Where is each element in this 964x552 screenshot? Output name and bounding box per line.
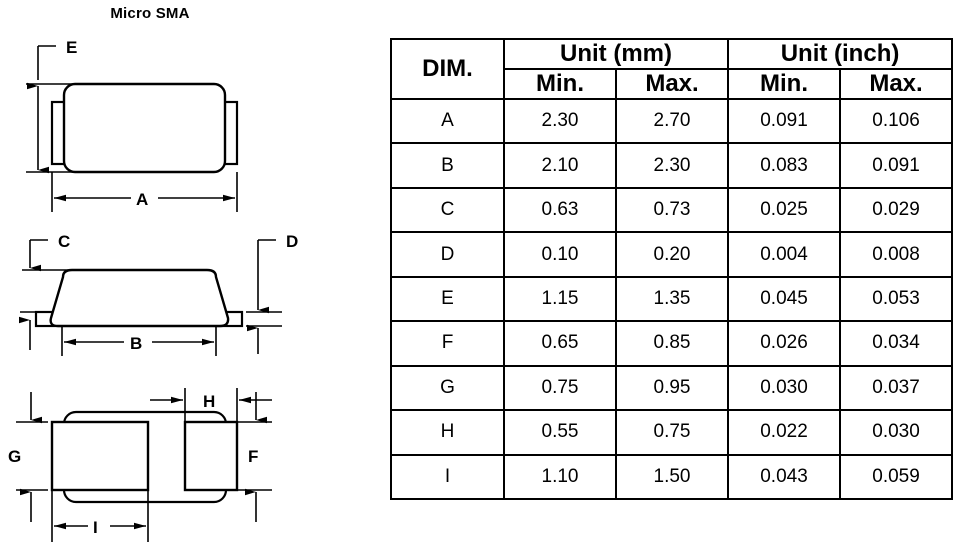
- side-view-left-tick: [19, 311, 44, 350]
- cell-mm-max: 0.20: [614, 231, 730, 278]
- cell-mm-max: 0.73: [614, 186, 730, 234]
- cell-in-min: 0.045: [727, 275, 842, 323]
- cell-in-min: 0.025: [727, 186, 842, 234]
- cell-dim: H: [390, 409, 505, 456]
- table-header: DIM. Unit (mm) Unit (inch) Min. Max. Min…: [390, 38, 954, 100]
- bottom-view-drawing: G F H: [8, 388, 272, 542]
- table-row: E 1.15 1.35 0.045 0.053: [390, 275, 954, 323]
- cell-dim: C: [390, 186, 505, 234]
- cell-in-min: 0.091: [727, 97, 842, 145]
- cell-in-max: 0.106: [839, 97, 954, 145]
- cell-in-min: 0.043: [727, 453, 842, 500]
- dimension-I: I: [51, 490, 149, 542]
- table-row: D 0.10 0.20 0.004 0.008: [390, 231, 954, 278]
- header-dim: DIM.: [390, 38, 505, 100]
- dimension-G: G: [8, 392, 48, 522]
- cell-in-max: 0.008: [839, 231, 954, 278]
- cell-mm-min: 2.30: [503, 97, 617, 145]
- dimension-label-C: C: [58, 232, 70, 251]
- cell-in-min: 0.022: [727, 409, 842, 456]
- dimension-label-B: B: [130, 334, 142, 353]
- cell-dim: I: [390, 453, 505, 500]
- cell-in-max: 0.029: [839, 186, 954, 234]
- side-view-body: [34, 268, 244, 328]
- package-title: Micro SMA: [110, 5, 190, 22]
- cell-in-min: 0.083: [727, 142, 842, 189]
- dimension-D: D: [246, 232, 298, 354]
- dimension-A: A: [51, 172, 238, 212]
- dimension-table-container: DIM. Unit (mm) Unit (inch) Min. Max. Min…: [390, 38, 954, 500]
- cell-in-max: 0.091: [839, 142, 954, 189]
- dimension-label-H: H: [203, 392, 215, 411]
- cell-mm-min: 1.10: [503, 453, 617, 500]
- cell-mm-max: 0.95: [614, 364, 730, 412]
- table-body: A 2.30 2.70 0.091 0.106 B 2.10 2.30 0.08…: [390, 97, 954, 500]
- table-header-row-units: DIM. Unit (mm) Unit (inch): [390, 38, 954, 100]
- top-view-body: [50, 82, 239, 174]
- cell-mm-min: 0.10: [503, 231, 617, 278]
- dimension-label-E: E: [66, 38, 77, 57]
- cell-mm-max: 2.70: [614, 97, 730, 145]
- dimension-F: F: [237, 392, 272, 522]
- cell-in-max: 0.034: [839, 320, 954, 367]
- dimension-H: H: [150, 388, 272, 424]
- header-unit-inch: Unit (inch): [727, 38, 954, 70]
- cell-mm-max: 2.30: [614, 142, 730, 189]
- bottom-view-body: [50, 410, 239, 504]
- table-row: A 2.30 2.70 0.091 0.106: [390, 97, 954, 145]
- cell-in-min: 0.030: [727, 364, 842, 412]
- cell-mm-min: 0.65: [503, 320, 617, 367]
- table-row: C 0.63 0.73 0.025 0.029: [390, 186, 954, 234]
- top-view-drawing: E A: [26, 38, 239, 212]
- cell-mm-min: 0.63: [503, 186, 617, 234]
- cell-in-min: 0.004: [727, 231, 842, 278]
- cell-in-max: 0.059: [839, 453, 954, 500]
- cell-dim: D: [390, 231, 505, 278]
- dimension-label-G: G: [8, 447, 21, 466]
- cell-dim: G: [390, 364, 505, 412]
- dimension-B: B: [61, 326, 217, 356]
- cell-mm-max: 0.85: [614, 320, 730, 367]
- table-row: F 0.65 0.85 0.026 0.034: [390, 320, 954, 367]
- header-mm-min: Min.: [503, 68, 617, 100]
- dimension-E: E: [26, 38, 104, 174]
- dimension-label-F: F: [248, 447, 258, 466]
- header-unit-mm: Unit (mm): [502, 38, 730, 70]
- cell-dim: A: [390, 97, 505, 145]
- table-header-row-minmax: Min. Max. Min. Max.: [391, 68, 954, 100]
- table-row: G 0.75 0.95 0.030 0.037: [390, 364, 954, 412]
- mechanical-drawings-panel: Micro SMA: [0, 0, 380, 552]
- cell-mm-min: 0.75: [503, 364, 617, 412]
- dimension-C: C: [22, 232, 76, 272]
- cell-dim: F: [390, 320, 505, 367]
- cell-mm-min: 1.15: [503, 275, 617, 323]
- header-inch-min: Min.: [727, 68, 842, 100]
- dimension-label-D: D: [286, 232, 298, 251]
- table-row: H 0.55 0.75 0.022 0.030: [390, 409, 954, 456]
- dimension-label-I: I: [93, 518, 98, 537]
- cell-in-min: 0.026: [727, 320, 842, 367]
- side-view-drawing: C B D: [19, 232, 298, 356]
- cell-dim: E: [390, 275, 505, 323]
- cell-mm-max: 1.35: [614, 275, 730, 323]
- cell-mm-min: 2.10: [503, 142, 617, 189]
- table-row: B 2.10 2.30 0.083 0.091: [390, 142, 954, 189]
- cell-in-max: 0.030: [839, 409, 954, 456]
- cell-dim: B: [390, 142, 505, 189]
- dimension-label-A: A: [136, 190, 148, 209]
- cell-in-max: 0.037: [839, 364, 954, 412]
- cell-mm-max: 1.50: [614, 453, 730, 500]
- cell-mm-min: 0.55: [503, 409, 617, 456]
- header-mm-max: Max.: [614, 68, 730, 100]
- table-row: I 1.10 1.50 0.043 0.059: [390, 453, 954, 500]
- dimension-table: DIM. Unit (mm) Unit (inch) Min. Max. Min…: [390, 38, 954, 500]
- cell-mm-max: 0.75: [614, 409, 730, 456]
- header-inch-max: Max.: [839, 68, 954, 100]
- cell-in-max: 0.053: [839, 275, 954, 323]
